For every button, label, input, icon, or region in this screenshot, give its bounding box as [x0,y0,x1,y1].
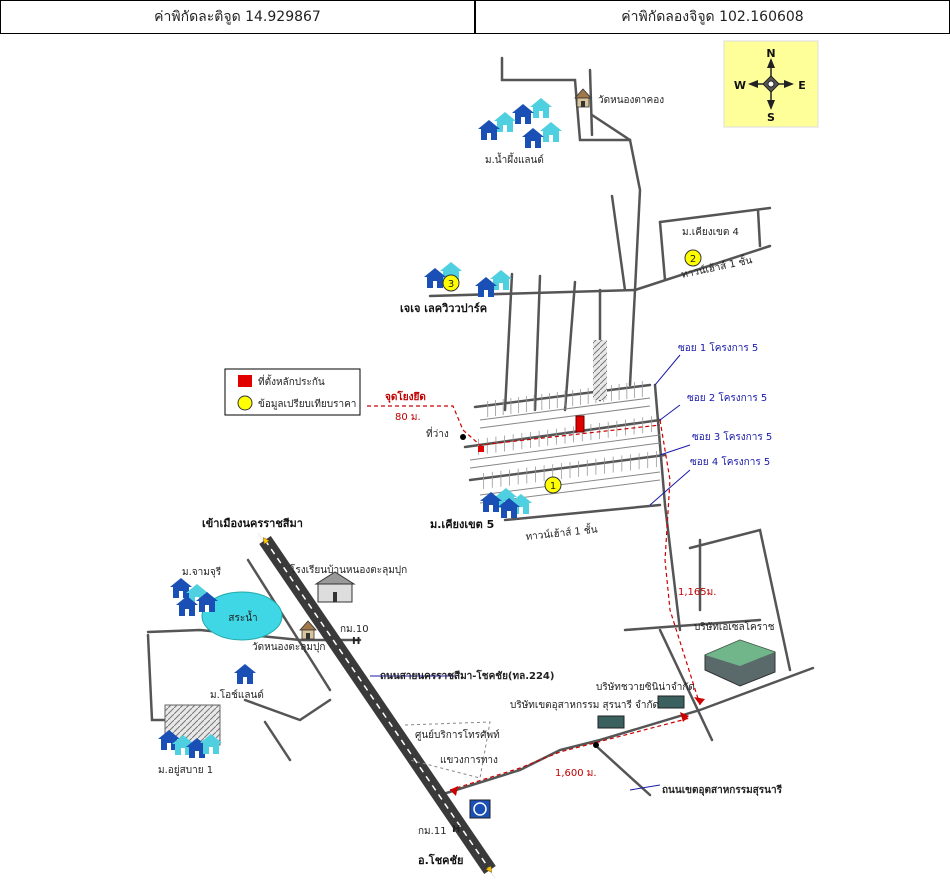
marker-2-label: 2 [690,254,696,265]
label-highway: ถนนสายนครราชสีมา-โชคชัย(ทล.224) [380,669,554,682]
label-chok-chai: อ.โชคชัย [418,853,463,867]
legend-collateral-text: ที่ตั้งหลักประกัน [258,374,325,388]
pond [201,591,283,641]
label-village-khiangkhet4: ม.เคียงเขต 4 [682,226,739,238]
label-soi4: ซอย 4 โครงการ 5 [690,455,770,468]
label-reference-point: จุดโยงยึด [385,390,426,403]
label-to-korat: เข้าเมืองนครราชสีมา [202,517,303,530]
houses-chamchuri [170,578,218,616]
legend: ที่ตั้งหลักประกัน ข้อมูลเปรียบเทียบราคา [224,368,361,416]
label-temple-left: วัดหนองตะลุมปุก [252,642,325,653]
legend-comparable-text: ข้อมูลเปรียบเทียบราคา [258,398,356,410]
school-icon [314,571,356,603]
label-temple-top: วัดหนองตาคอง [598,95,664,106]
label-phone-center: ศูนย์บริการโทรศัพท์ [415,728,500,741]
vacant-point [460,434,466,440]
compass-n: N [766,47,775,60]
legend-comparable-swatch [237,395,253,411]
local-roads [146,56,815,797]
project-parcels [469,397,661,504]
label-village-ocean: ม.โอช์แลนด์ [210,688,264,701]
comparable-marker-1: 1 [544,476,562,494]
factory-excel-icon [704,639,776,687]
pond-label: สระน้ำ [228,610,257,624]
legend-collateral-swatch [238,375,252,387]
coordinates-header: ค่าพิกัดละติจูด 14.929867 ค่าพิกัดลองจิจ… [0,0,950,34]
marker-1-label: 1 [550,481,556,492]
label-village-khiangkhet5: ม.เคียงเขต 5 [430,518,494,531]
label-village-yusabai: ม.อยู่สบาย 1 [158,765,213,776]
parcel-dividers [478,381,657,489]
reference-marker [478,446,484,452]
label-km11: กม.11 [418,826,447,837]
route-lines [367,405,701,791]
houses-ocean [234,664,256,684]
label-company-excel: บริษัทเอเซลโคราช [694,620,775,633]
houses-khiangkhet5 [480,488,532,518]
label-reference-distance: 80 ม. [395,412,421,423]
label-distance-1600: 1,600 ม. [555,768,597,779]
comparable-marker-3: 3 [442,274,460,292]
longitude-text: ค่าพิกัดลองจิจูด 102.160608 [474,1,949,33]
houses-namphueng [478,98,562,148]
label-industrial-road: ถนนเขตอุตสาหกรรมสุรนารี [662,784,783,796]
label-school: โรงเรียนบ้านหนองตะลุมปุก [290,563,407,576]
label-company-thai: บริษัทชวายซินิน่าจำกัด [596,682,695,693]
comparable-marker-2: 2 [684,249,702,267]
compass-rose: N S E W [723,40,819,128]
label-soi3: ซอย 3 โครงการ 5 [692,430,772,443]
label-townhome-bottom: ทาวน์เฮ้าส์ 1 ชั้น [525,521,598,542]
collateral-marker [575,415,585,433]
soi-leaders [370,354,691,791]
label-soi2: ซอย 2 โครงการ 5 [687,391,767,404]
area-outlines [404,721,491,779]
highway-district-icon [469,799,491,819]
compass-w: W [734,79,746,92]
townhouse-block [593,340,607,400]
junction-point [593,742,599,748]
label-vacant-land: ที่ว่าง [426,426,449,440]
label-village-chamchuri: ม.จามจุรี [182,566,222,578]
label-distance-1165: 1,165ม. [678,587,716,598]
houses-jj [424,262,512,297]
label-km10: กม.10 [340,624,369,635]
label-highway-district: แขวงการทาง [440,755,498,766]
label-jj-lakeview: เจเจ เลควิววปาร์ค [400,302,487,315]
label-company-industrial: บริษัทเขตอุสาหกรรม สุรนารี จำกัด [510,699,659,711]
latitude-text: ค่าพิกัดละติจูด 14.929867 [154,9,321,25]
km11-symbol: H [452,824,460,835]
label-soi1: ซอย 1 โครงการ 5 [678,341,758,354]
temple-top-icon [574,88,592,108]
factory-small-icons [597,695,685,729]
compass-e: E [798,79,806,92]
compass-s: S [767,111,775,124]
marker-3-label: 3 [448,279,454,290]
highway-224 [258,533,496,878]
label-village-namphueng: ม.น้ำผึ้งแลนด์ [485,152,544,166]
km10-symbol: H [352,636,360,647]
